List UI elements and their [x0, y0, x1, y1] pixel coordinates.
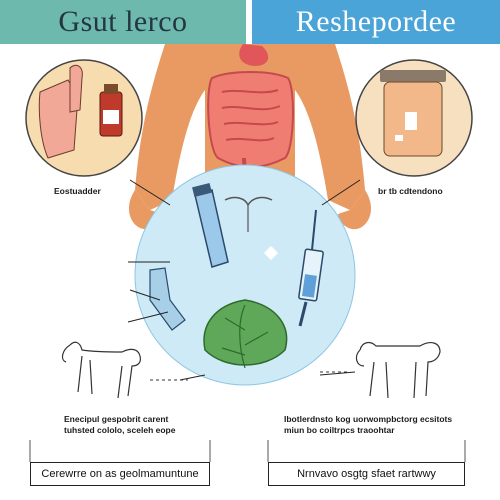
- dog-icon: [61, 341, 141, 399]
- left-header: Gsut lerco: [0, 0, 246, 44]
- left-lower-line-1: Enecipul gespobrit carent: [64, 414, 169, 424]
- right-header: Reshepordee: [252, 0, 500, 44]
- cow-icon: [355, 341, 441, 399]
- right-lower-label: Ibotlerdnsto kog uorwompbctorg ecsitots …: [284, 414, 484, 436]
- left-lower-line-2: tuhsted cololo, sceleh eope: [64, 425, 176, 435]
- flask-icon: [149, 267, 186, 331]
- left-lower-label: Enecipul gespobrit carent tuhsted cololo…: [64, 414, 244, 436]
- right-outcome-box: Nrnvavo osgtg sfaet rartwwy: [268, 462, 465, 486]
- right-lower-line-2: miun bo coiltrpcs traoohtar: [284, 425, 395, 435]
- hands-bottle-icon: [25, 59, 143, 177]
- vial-icon: [192, 182, 229, 268]
- right-lower-line-1: Ibotlerdnsto kog uorwompbctorg ecsitots: [284, 414, 453, 424]
- jar-icon: [355, 59, 473, 177]
- right-upper-label: br tb cdtendono: [378, 186, 443, 196]
- diamond-icon: [263, 245, 279, 261]
- connector-arrows: [127, 179, 361, 381]
- right-hand: [338, 190, 372, 230]
- dashed-links: [150, 371, 350, 381]
- box-guides: [29, 440, 466, 462]
- left-outcome-box: Cerewrre on as geolmamuntune: [30, 462, 210, 486]
- syringe-icon: [298, 209, 324, 327]
- center-circle: [134, 164, 356, 386]
- left-upper-label: Eostuadder: [54, 186, 101, 196]
- leaf-icon: [203, 299, 288, 369]
